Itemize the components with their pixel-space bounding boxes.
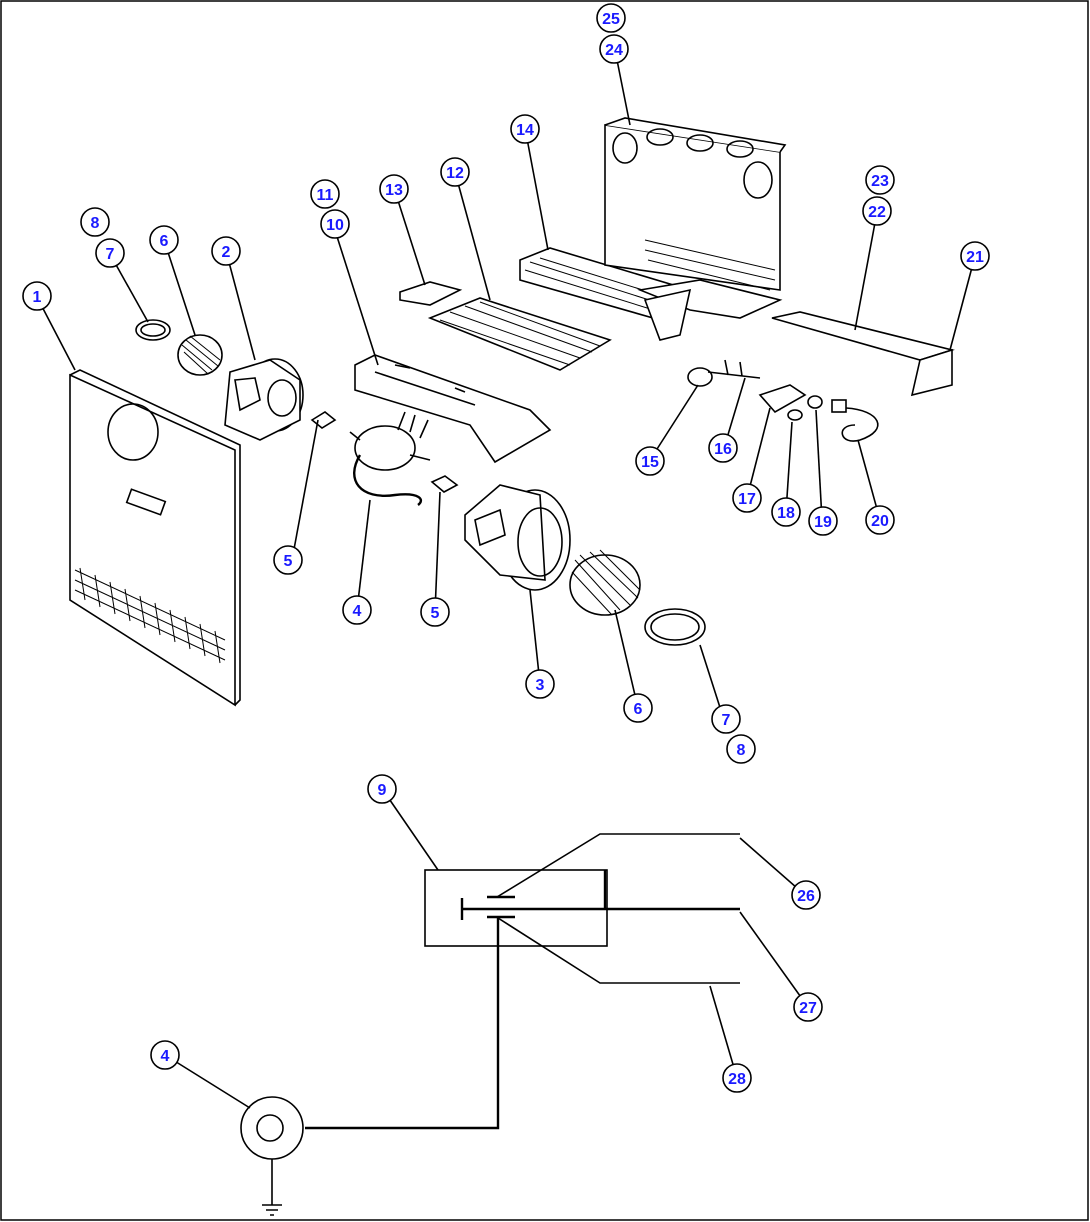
callout-18: 18 [771,497,801,527]
callout-7-left: 7 [95,238,125,268]
callout-7-right: 7 [711,704,741,734]
callout-5-right: 5 [420,597,450,627]
callout-27: 27 [793,992,823,1022]
svg-text:18: 18 [777,505,795,522]
leader-lines [36,49,976,1109]
callout-10: 10 [320,209,350,239]
svg-text:20: 20 [871,513,889,530]
callout-19: 19 [808,506,838,536]
mounting-plate-part [758,384,807,414]
left-inlet-ring-part [135,319,171,341]
svg-text:21: 21 [966,249,984,266]
svg-text:2: 2 [222,244,231,261]
small-bracket-part [399,281,463,306]
callout-23: 23 [865,165,895,195]
svg-text:19: 19 [814,514,832,531]
callout-5-left: 5 [273,545,303,575]
svg-text:12: 12 [446,165,464,182]
wiring-schematic [240,833,740,1216]
motor-clip-left-part [310,411,337,429]
blower-motor-part [349,411,431,506]
center-bracket-part [354,354,552,464]
svg-text:17: 17 [738,491,756,508]
callout-1: 1 [22,281,52,311]
nut-part [807,395,823,409]
heater-core-part [427,297,612,371]
svg-text:24: 24 [605,42,623,59]
callout-3: 3 [525,669,555,699]
svg-text:7: 7 [722,712,731,729]
left-blower-housing-part [224,358,304,441]
callout-14: 14 [510,114,540,144]
svg-text:9: 9 [378,782,387,799]
svg-text:5: 5 [284,553,293,570]
svg-text:6: 6 [160,233,169,250]
svg-text:5: 5 [431,605,440,622]
svg-text:6: 6 [634,701,643,718]
callout-8-right: 8 [726,734,756,764]
callout-4: 4 [342,595,372,625]
callout-20: 20 [865,505,895,535]
svg-text:7: 7 [106,246,115,263]
front-panel-part [69,369,241,707]
svg-text:16: 16 [714,441,732,458]
heater-case-part [604,117,787,319]
svg-text:3: 3 [536,677,545,694]
callout-8-left: 8 [80,207,110,237]
callout-22: 22 [862,196,892,226]
svg-text:15: 15 [641,454,659,471]
callout-2: 2 [211,236,241,266]
right-inlet-ring-part [644,608,706,646]
right-blower-housing-part [464,484,571,591]
svg-text:11: 11 [317,187,334,204]
svg-text:27: 27 [799,1000,817,1017]
callout-12: 12 [440,157,470,187]
svg-text:4: 4 [161,1048,170,1065]
callout-6-right: 6 [623,693,653,723]
callout-26: 26 [791,880,821,910]
callout-15: 15 [635,446,665,476]
control-valve-part [643,288,761,387]
svg-text:26: 26 [797,888,815,905]
svg-text:22: 22 [868,204,886,221]
callout-24: 24 [599,34,629,64]
left-blower-wheel-part [177,334,223,376]
svg-text:10: 10 [326,217,344,234]
svg-text:8: 8 [737,742,746,759]
svg-text:25: 25 [602,11,620,28]
callout-4-schematic: 4 [150,1040,180,1070]
svg-text:14: 14 [516,122,534,139]
callout-28: 28 [722,1063,752,1093]
svg-text:8: 8 [91,215,100,232]
wire-harness-part [831,399,879,442]
callout-25: 25 [596,3,626,33]
svg-text:23: 23 [871,173,889,190]
right-blower-wheel-part [569,549,641,616]
motor-clip-right-part [430,475,459,493]
svg-text:1: 1 [33,289,42,306]
callout-17: 17 [732,483,762,513]
grommet-part [787,409,803,421]
support-bracket-part [771,311,955,397]
svg-text:4: 4 [353,603,362,620]
callout-21: 21 [960,241,990,271]
callout-11: 11 [310,179,340,209]
svg-text:28: 28 [728,1071,746,1088]
callout-13: 13 [379,174,409,204]
callout-16: 16 [708,433,738,463]
svg-text:13: 13 [385,182,403,199]
callout-9: 9 [367,774,397,804]
callout-6-left: 6 [149,225,179,255]
